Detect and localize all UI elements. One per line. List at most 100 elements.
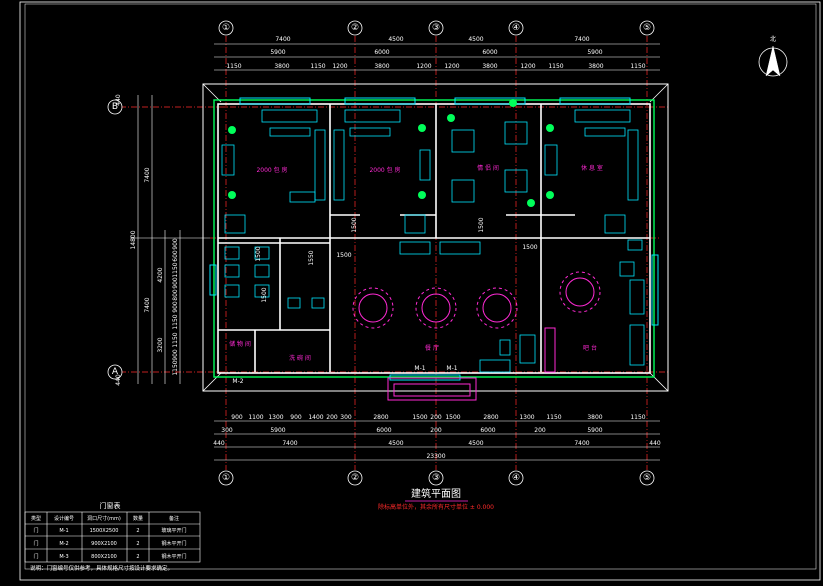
room-label: 吧 台 xyxy=(583,344,597,352)
drawing-subtitle: 除标高单位外，其余所有尺寸单位 ± 0.000 xyxy=(378,503,494,511)
dining-table xyxy=(352,287,394,329)
dim-text: 2800 xyxy=(483,414,498,421)
dim-text: 7400 xyxy=(275,36,290,43)
dim-text: 900 xyxy=(290,414,302,421)
inner-dim: 1500 xyxy=(478,217,485,232)
axis-label: ⑤ xyxy=(643,23,651,33)
restroom-fixtures xyxy=(224,246,325,309)
dim-text: 800 xyxy=(172,289,179,301)
axis-bubble-3-top: ③ xyxy=(428,20,444,36)
dim-text: 3800 xyxy=(587,414,602,421)
axis-label: ② xyxy=(351,473,359,483)
table-cell: 2 xyxy=(136,554,139,560)
top-dim-row-1: 7400 4500 4500 7400 xyxy=(275,36,589,43)
dim-text: 1300 xyxy=(268,414,283,421)
dim-text: 6000 xyxy=(480,427,495,434)
door-label: M-1 xyxy=(446,365,457,372)
dim-left-outer: 14800 xyxy=(130,230,137,249)
inner-dim: 1500 xyxy=(255,246,262,261)
couple-room-furniture xyxy=(447,99,535,207)
table-cell: M-1 xyxy=(59,528,68,534)
axis-bubble-2-bottom: ② xyxy=(347,470,363,486)
dim-left-mid: 7400 xyxy=(144,297,151,312)
dim-text: 1150 xyxy=(546,414,561,421)
room-label: 2000 包 房 xyxy=(256,166,287,174)
inner-dim: 1500 xyxy=(261,287,268,302)
dim-left-mid: 7400 xyxy=(144,167,151,182)
table-cell: M-2 xyxy=(59,541,68,547)
bottom-dim-row-3: 440 7400 4500 4500 7400 440 xyxy=(213,440,661,447)
dim-text: 200 xyxy=(534,427,546,434)
axis-label: ④ xyxy=(512,473,520,483)
private-room-2-furniture xyxy=(333,109,431,234)
axis-label: A xyxy=(112,367,119,377)
door-table-grid xyxy=(24,511,201,563)
top-dimensions xyxy=(214,43,660,71)
dim-text: 3800 xyxy=(482,63,497,70)
dim-text: 4500 xyxy=(388,440,403,447)
door-table-title: 门窗表 xyxy=(100,501,121,510)
drawing-border xyxy=(19,1,821,581)
axis-label: ⑤ xyxy=(643,473,651,483)
dim-text: 1150 xyxy=(172,262,179,277)
inner-dim: 1500 xyxy=(522,244,537,251)
north-label: 北 xyxy=(770,35,776,43)
dim-left-inner: 4200 xyxy=(157,267,164,282)
dim-text: 440 xyxy=(649,440,661,447)
table-cell: M-3 xyxy=(59,554,68,560)
inner-dim: 1500 xyxy=(351,217,358,232)
dim-text: 300 xyxy=(340,414,352,421)
dining-table xyxy=(476,287,518,329)
interior-walls xyxy=(218,104,650,372)
table-cell: 门 xyxy=(33,527,38,534)
axis-label: ② xyxy=(351,23,359,33)
dim-text: 1150 xyxy=(630,63,645,70)
table-cell: 门 xyxy=(33,540,38,547)
top-dim-row-2: 5900 6000 6000 5900 xyxy=(270,49,602,56)
dim-text: 1150 xyxy=(548,63,563,70)
axis-bubble-4-top: ④ xyxy=(508,20,524,36)
dim-left-inner: 3200 xyxy=(157,337,164,352)
table-row: 门 M-2 900X2100 2 钢木平开门 xyxy=(33,540,186,547)
inner-dim: 1500 xyxy=(336,252,351,259)
axis-bubble-b: B xyxy=(107,99,123,115)
dim-text: 2800 xyxy=(373,414,388,421)
axis-bubble-5-bottom: ⑤ xyxy=(639,470,655,486)
table-header-cell: 备注 xyxy=(169,515,179,522)
dim-text: 4500 xyxy=(468,440,483,447)
dim-text: 900 xyxy=(172,277,179,289)
bar-counter xyxy=(544,327,556,373)
drawing-inner-border xyxy=(24,3,817,570)
room-label: 储 物 间 xyxy=(229,340,251,348)
dim-left-edge: 440 xyxy=(115,374,122,386)
dim-text: 5900 xyxy=(587,49,602,56)
dim-text: 900 xyxy=(172,301,179,313)
axis-label: ④ xyxy=(512,23,520,33)
left-dimensions xyxy=(130,95,210,384)
table-cell: 1500X2500 xyxy=(90,528,119,534)
dim-text: 5900 xyxy=(587,427,602,434)
dim-text: 200 xyxy=(430,427,442,434)
dim-text: 1500 xyxy=(445,414,460,421)
dim-text: 1400 xyxy=(308,414,323,421)
dim-text: 900 xyxy=(172,349,179,361)
dim-text: 300 xyxy=(221,427,233,434)
north-arrow-icon: 北 xyxy=(758,35,788,77)
drawing-note: 说明：门窗编号仅供参考，具体规格尺寸按设计要求确定。 xyxy=(30,564,173,572)
inner-dim: 1550 xyxy=(308,250,315,265)
axis-label: ① xyxy=(222,23,230,33)
dim-text: 1150 xyxy=(172,314,179,329)
axis-bubble-1-top: ① xyxy=(218,20,234,36)
dim-text: 6000 xyxy=(482,49,497,56)
table-cell: 2 xyxy=(136,541,139,547)
dim-text: 4500 xyxy=(468,36,483,43)
lounge-furniture xyxy=(544,109,639,234)
axis-label: ③ xyxy=(432,473,440,483)
axis-bubble-1-bottom: ① xyxy=(218,470,234,486)
dim-text: 1200 xyxy=(416,63,431,70)
entrance-steps xyxy=(387,377,477,401)
table-cell: 玻璃平开门 xyxy=(161,527,186,534)
dim-text: 1150 xyxy=(172,332,179,347)
dim-total: 23300 xyxy=(426,453,445,460)
